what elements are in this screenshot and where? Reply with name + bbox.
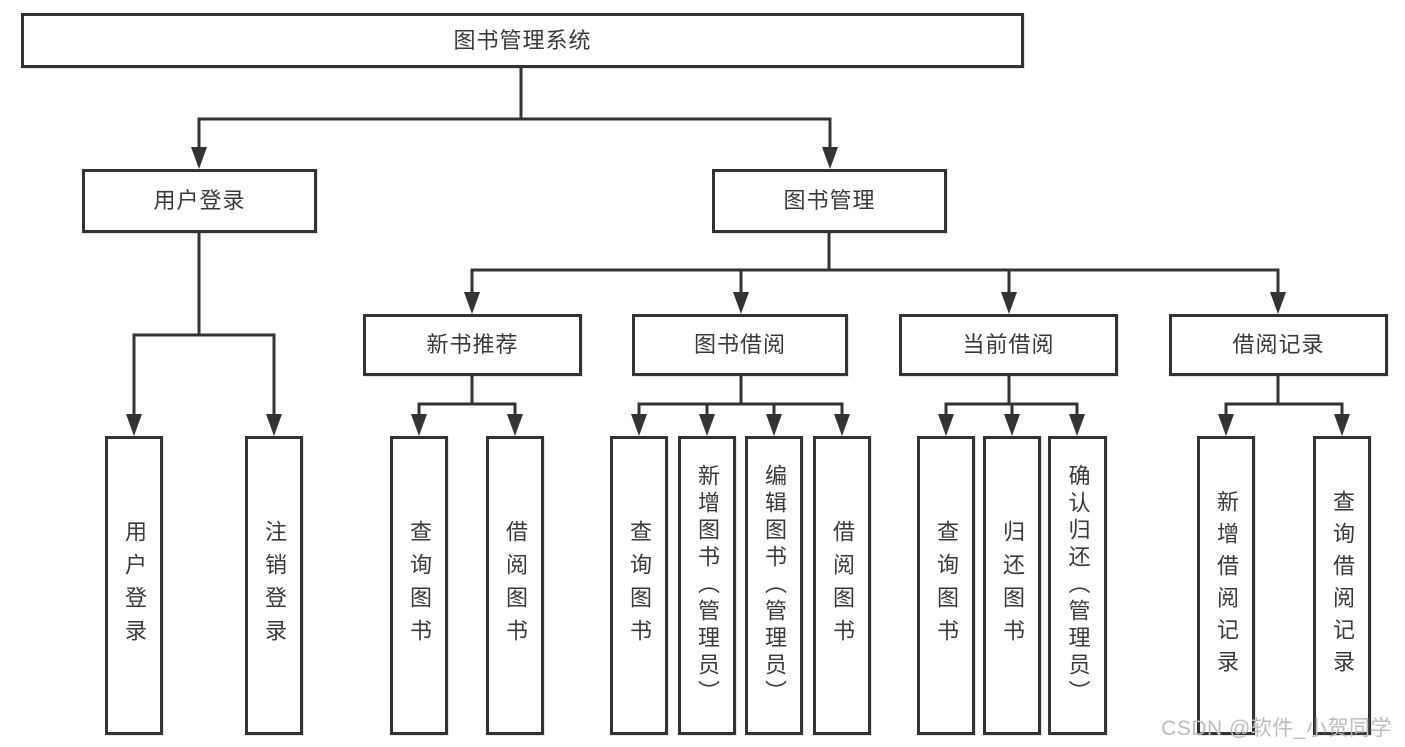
node-book-borrowing: 图书借阅 [632, 314, 848, 376]
arrowhead-down-icon [1004, 414, 1020, 436]
arrowhead-down-icon [1334, 414, 1350, 436]
arrowhead-down-icon [822, 147, 838, 169]
leaf-query-books-2: 查询图书 [610, 436, 668, 735]
node-borrowing-records: 借阅记录 [1169, 314, 1388, 376]
node-user-login-label: 用户登录 [153, 188, 246, 213]
node-root-label: 图书管理系统 [453, 27, 592, 53]
node-root: 图书管理系统 [21, 13, 1024, 68]
leaf-query-books-3: 查询图书 [917, 436, 975, 735]
arrowhead-down-icon [411, 414, 427, 436]
leaf-confirm-return-admin: 确认归还（管理员） [1048, 436, 1107, 735]
arrowhead-down-icon [126, 414, 142, 436]
leaf-user-login: 用户登录 [105, 436, 163, 735]
arrowhead-down-icon [507, 414, 523, 436]
node-book-management: 图书管理 [712, 169, 947, 233]
leaf-borrow-books-1: 借阅图书 [486, 436, 544, 735]
arrowhead-down-icon [191, 147, 207, 169]
node-book-management-label: 图书管理 [783, 188, 876, 213]
arrowhead-down-icon [834, 414, 850, 436]
arrowhead-down-icon [1270, 292, 1286, 314]
leaf-add-borrow-record-label: 新增借阅记录 [1214, 489, 1239, 682]
leaf-query-books-2-label: 查询图书 [627, 519, 652, 652]
arrowhead-down-icon [266, 414, 282, 436]
arrowhead-down-icon [733, 292, 749, 314]
arrowhead-down-icon [1218, 414, 1234, 436]
leaf-query-borrow-record: 查询借阅记录 [1313, 436, 1371, 735]
leaf-user-login-label: 用户登录 [122, 519, 147, 652]
leaf-query-books-1: 查询图书 [390, 436, 448, 735]
arrowhead-down-icon [938, 414, 954, 436]
leaf-borrow-books-1-label: 借阅图书 [503, 519, 528, 652]
leaf-borrow-books-2: 借阅图书 [813, 436, 871, 735]
node-current-borrowing-label: 当前借阅 [962, 332, 1055, 357]
node-book-borrowing-label: 图书借阅 [693, 332, 786, 357]
arrowhead-down-icon [766, 414, 782, 436]
arrowhead-down-icon [464, 292, 480, 314]
node-borrowing-records-label: 借阅记录 [1232, 332, 1325, 357]
leaf-confirm-return-admin-label: 确认归还（管理员） [1065, 464, 1091, 707]
leaf-query-books-1-label: 查询图书 [407, 519, 432, 652]
arrowhead-down-icon [699, 414, 715, 436]
node-user-login: 用户登录 [82, 169, 317, 233]
leaf-add-borrow-record: 新增借阅记录 [1197, 436, 1255, 735]
leaf-edit-books-admin-label: 编辑图书（管理员） [762, 464, 787, 707]
leaf-logout: 注销登录 [245, 436, 303, 735]
node-new-book-recommendation-label: 新书推荐 [426, 332, 519, 357]
node-current-borrowing: 当前借阅 [899, 314, 1118, 376]
leaf-query-books-3-label: 查询图书 [934, 519, 959, 652]
csdn-watermark: CSDN @软件_小贺同学 [1161, 717, 1392, 740]
arrowhead-down-icon [1069, 414, 1085, 436]
leaf-return-books: 归还图书 [983, 436, 1041, 735]
arrowhead-down-icon [1001, 292, 1017, 314]
leaf-add-books-admin: 新增图书（管理员） [678, 436, 736, 735]
leaf-return-books-label: 归还图书 [1000, 519, 1025, 652]
leaf-borrow-books-2-label: 借阅图书 [830, 519, 855, 652]
leaf-edit-books-admin: 编辑图书（管理员） [745, 436, 803, 735]
leaf-logout-label: 注销登录 [262, 519, 287, 652]
node-new-book-recommendation: 新书推荐 [363, 314, 582, 376]
leaf-add-books-admin-label: 新增图书（管理员） [695, 464, 720, 707]
leaf-query-borrow-record-label: 查询借阅记录 [1330, 489, 1355, 682]
arrowhead-down-icon [631, 414, 647, 436]
